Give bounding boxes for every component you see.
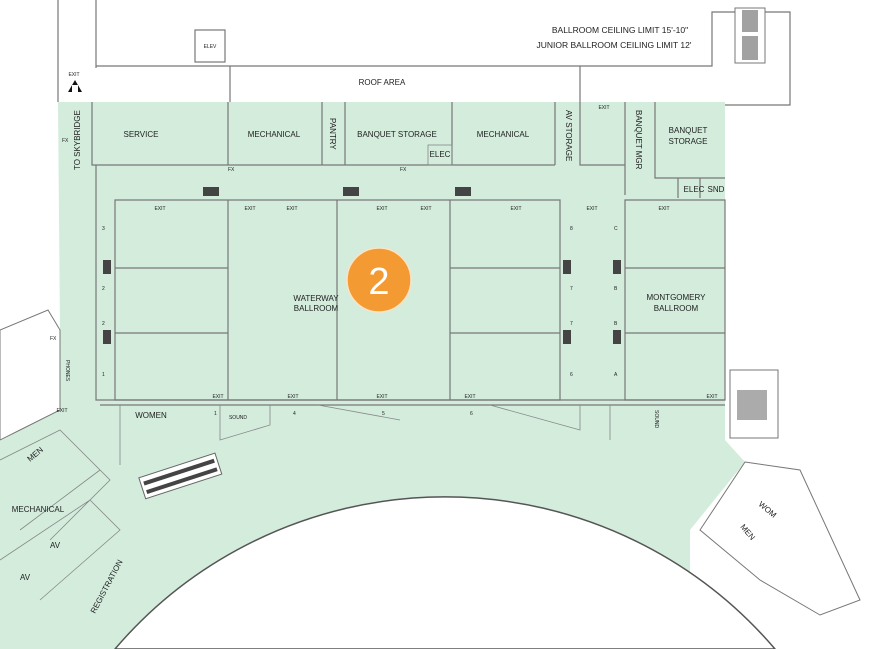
elevator bbox=[194, 29, 226, 63]
marker-number: 2 bbox=[368, 261, 389, 303]
fx-labels: FX FX FX FX bbox=[50, 138, 407, 342]
svg-text:B: B bbox=[614, 286, 618, 292]
svg-text:6: 6 bbox=[470, 411, 473, 417]
label-banquet-storage-2: BANQUET bbox=[669, 126, 708, 135]
svg-text:1: 1 bbox=[102, 372, 105, 378]
svg-text:EXIT: EXIT bbox=[212, 394, 223, 400]
svg-text:B: B bbox=[614, 321, 618, 327]
svg-text:FX: FX bbox=[400, 167, 407, 173]
stair-treads bbox=[742, 10, 758, 60]
label-av-2: AV bbox=[20, 573, 31, 582]
label-mechanical-3: MECHANICAL bbox=[12, 505, 65, 514]
svg-text:8: 8 bbox=[570, 226, 573, 232]
svg-text:2: 2 bbox=[102, 321, 105, 327]
svg-text:EXIT: EXIT bbox=[68, 72, 79, 78]
svg-text:EXIT: EXIT bbox=[598, 105, 609, 111]
svg-text:EXIT: EXIT bbox=[376, 206, 387, 212]
escalator bbox=[138, 452, 223, 500]
label-elev: ELEV bbox=[204, 44, 217, 50]
label-sound-1: SOUND bbox=[229, 415, 247, 421]
label-waterway-ballroom: WATERWAY bbox=[293, 294, 339, 303]
svg-text:7: 7 bbox=[570, 321, 573, 327]
stairs-vents bbox=[103, 187, 621, 344]
svg-text:FX: FX bbox=[62, 138, 69, 144]
label-mechanical-2: MECHANICAL bbox=[477, 130, 530, 139]
location-marker[interactable]: 2 bbox=[346, 247, 412, 313]
exit-labels: EXIT EXIT EXIT EXIT EXIT EXIT EXIT EXIT … bbox=[56, 72, 717, 414]
svg-text:FX: FX bbox=[228, 167, 235, 173]
ceiling-note-ballroom: BALLROOM CEILING LIMIT 15'-10" bbox=[552, 25, 688, 35]
door-numbers: 3 2 2 1 8 7 7 6 C B B A 1 4 5 6 bbox=[102, 226, 618, 417]
label-banquet-storage-2b: STORAGE bbox=[669, 137, 708, 146]
svg-text:EXIT: EXIT bbox=[286, 206, 297, 212]
svg-text:EXIT: EXIT bbox=[154, 206, 165, 212]
label-av-1: AV bbox=[50, 541, 61, 550]
left-stair-block bbox=[0, 309, 61, 441]
svg-text:FX: FX bbox=[50, 336, 57, 342]
svg-text:EXIT: EXIT bbox=[56, 408, 67, 414]
svg-text:7: 7 bbox=[570, 286, 573, 292]
label-waterway-ballroom-2: BALLROOM bbox=[294, 304, 339, 313]
label-sound-2: SOUND bbox=[653, 410, 659, 428]
svg-text:EXIT: EXIT bbox=[464, 394, 475, 400]
svg-text:3: 3 bbox=[102, 226, 105, 232]
ceiling-note-junior: JUNIOR BALLROOM CEILING LIMIT 12' bbox=[537, 40, 692, 50]
svg-text:A: A bbox=[614, 372, 618, 378]
label-montgomery-ballroom: MONTGOMERY bbox=[647, 293, 707, 302]
label-service: SERVICE bbox=[124, 130, 159, 139]
right-restroom-block bbox=[699, 461, 861, 616]
label-snd: SND bbox=[708, 185, 725, 194]
label-to-skybridge: TO SKYBRIDGE bbox=[73, 110, 82, 170]
label-phones: PHONES bbox=[64, 360, 70, 382]
svg-text:6: 6 bbox=[570, 372, 573, 378]
svg-text:EXIT: EXIT bbox=[376, 394, 387, 400]
svg-text:EXIT: EXIT bbox=[658, 206, 669, 212]
label-pantry: PANTRY bbox=[328, 118, 337, 150]
svg-text:C: C bbox=[614, 226, 618, 232]
label-banquet-mgr: BANQUET MGR bbox=[634, 110, 643, 170]
label-elec-1: ELEC bbox=[430, 150, 451, 159]
label-banquet-storage-1: BANQUET STORAGE bbox=[357, 130, 437, 139]
label-roof-area: ROOF AREA bbox=[359, 78, 406, 87]
label-elec-2: ELEC bbox=[684, 185, 705, 194]
label-women: WOMEN bbox=[135, 411, 167, 420]
svg-text:5: 5 bbox=[382, 411, 385, 417]
svg-text:2: 2 bbox=[102, 286, 105, 292]
svg-text:4: 4 bbox=[293, 411, 296, 417]
label-av-storage: AV STORAGE bbox=[564, 110, 573, 161]
label-mechanical-1: MECHANICAL bbox=[248, 130, 301, 139]
svg-text:EXIT: EXIT bbox=[586, 206, 597, 212]
arrow-up-icon bbox=[68, 80, 82, 92]
atrium-cutout bbox=[114, 496, 776, 649]
label-montgomery-ballroom-2: BALLROOM bbox=[654, 304, 699, 313]
svg-text:EXIT: EXIT bbox=[287, 394, 298, 400]
svg-text:1: 1 bbox=[214, 411, 217, 417]
svg-text:EXIT: EXIT bbox=[420, 206, 431, 212]
svg-text:EXIT: EXIT bbox=[244, 206, 255, 212]
svg-text:EXIT: EXIT bbox=[510, 206, 521, 212]
stair-l bbox=[729, 369, 779, 439]
svg-text:EXIT: EXIT bbox=[706, 394, 717, 400]
